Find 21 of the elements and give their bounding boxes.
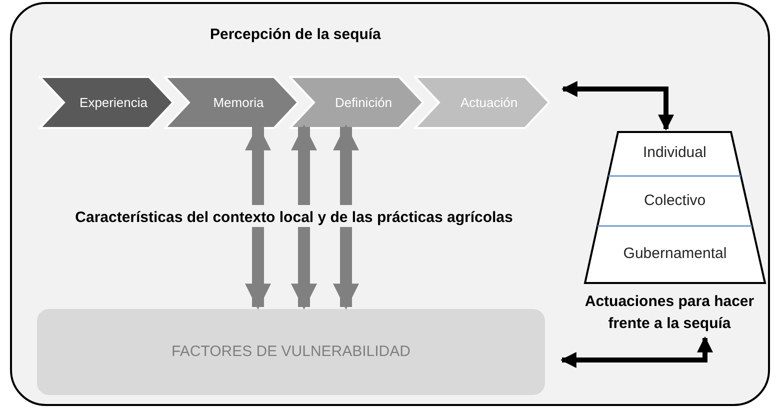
step-label: Memoria xyxy=(212,94,264,112)
arrow xyxy=(245,124,271,205)
arrow xyxy=(291,227,317,310)
arrow xyxy=(561,81,674,131)
step-label: Experiencia xyxy=(78,94,148,112)
tier-label: Colectivo xyxy=(644,190,706,211)
rounded-panel xyxy=(10,2,770,406)
step-label: Actuación xyxy=(459,94,518,112)
step-label: Definición xyxy=(334,94,392,112)
panel-heading: Percepción de la sequía xyxy=(210,25,381,45)
arrow xyxy=(333,124,359,205)
arrow xyxy=(560,336,713,368)
arrow xyxy=(333,227,359,310)
tier-label: Individual xyxy=(642,143,706,164)
factor-box xyxy=(37,309,545,395)
arrow xyxy=(291,124,317,205)
box-label: FACTORES DE VULNERABILIDAD xyxy=(172,342,410,362)
context-text: Características del contexto local y de las prácticas agrícolas xyxy=(75,208,513,228)
pyramid-caption: Actuaciones para hacer frente a la sequía xyxy=(584,292,756,334)
tier-label: Gubernamental xyxy=(623,244,727,264)
arrow xyxy=(245,227,271,310)
